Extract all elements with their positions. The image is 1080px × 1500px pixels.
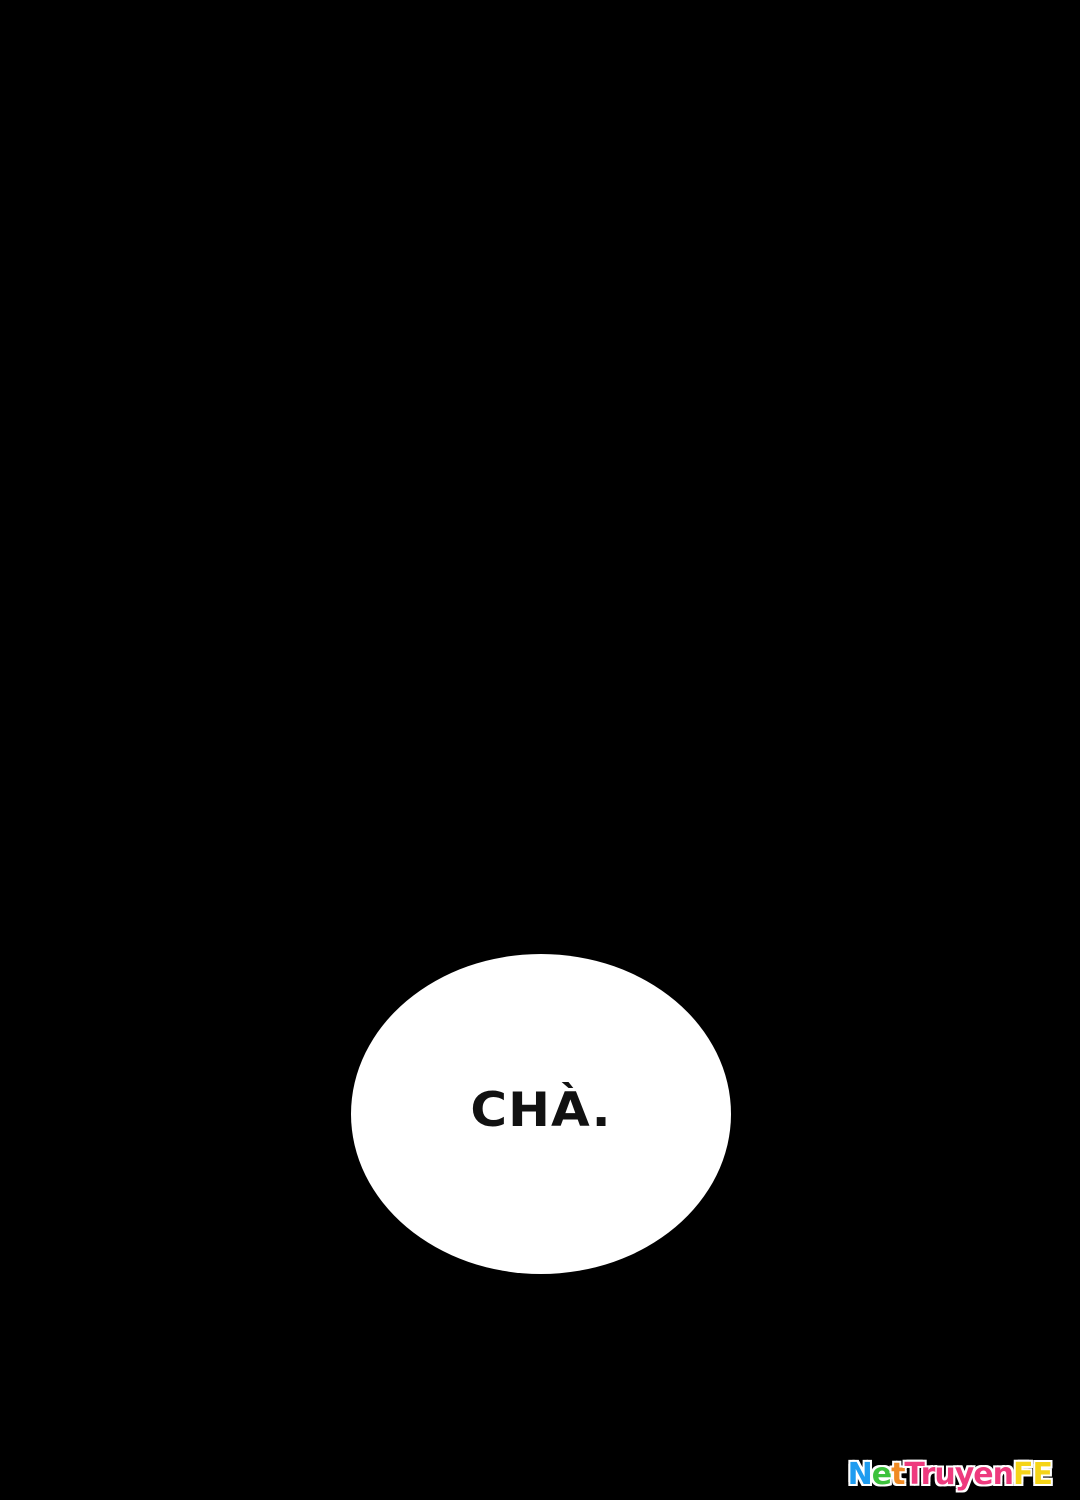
watermark-part: FE [1013,1457,1053,1492]
speech-bubble: CHÀ. [351,954,731,1274]
watermark-part: t [891,1457,905,1492]
speech-bubble-text: CHÀ. [470,1082,612,1138]
watermark-part: N [847,1457,873,1492]
site-watermark-logo: NetTruyenFE [847,1457,1053,1492]
watermark-part: e [871,1457,892,1492]
watermark-part: Truyen [904,1457,1014,1492]
